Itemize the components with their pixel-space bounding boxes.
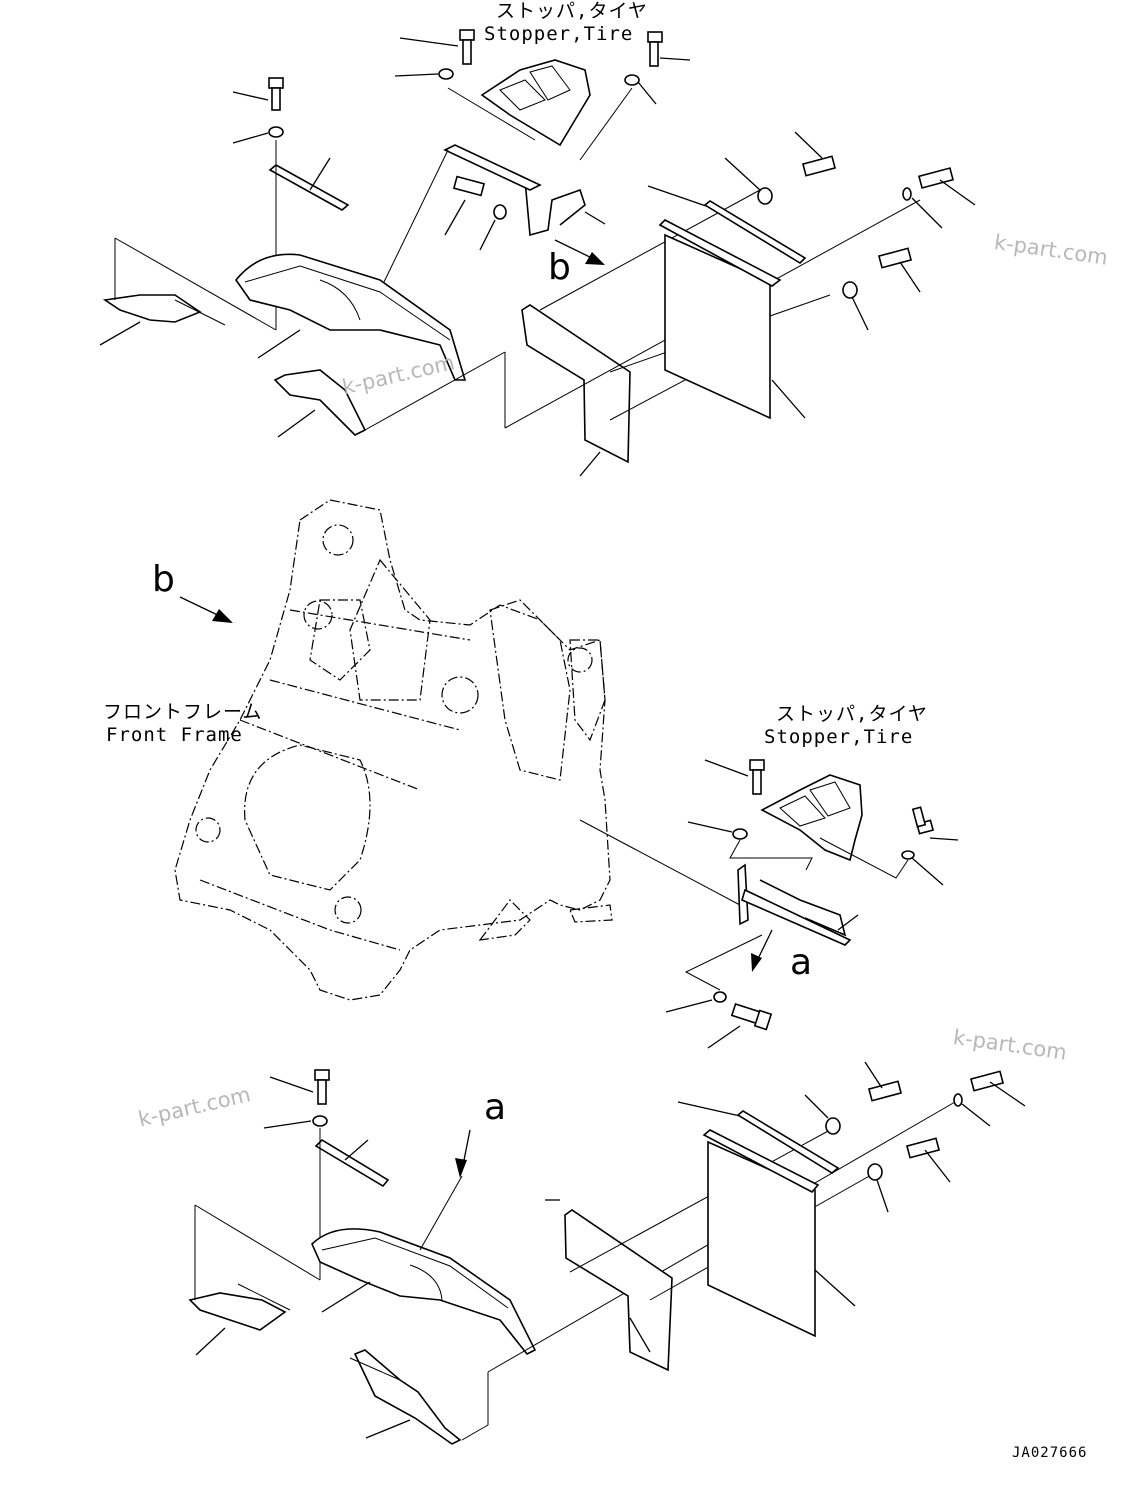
bolt <box>647 31 663 67</box>
view-b-label: b <box>548 247 571 288</box>
stopper-tire-part <box>760 774 863 862</box>
washer <box>732 828 748 840</box>
bracket <box>102 294 226 326</box>
washer <box>902 187 912 201</box>
stopper-tire-jp-label: ストッパ,タイヤ <box>496 0 648 22</box>
mud-plate <box>564 1209 673 1372</box>
strip-plate <box>703 200 807 265</box>
bolt <box>314 1069 330 1105</box>
washer <box>713 991 727 1003</box>
nut <box>757 187 773 205</box>
front-frame <box>174 499 613 1001</box>
bolt <box>730 1002 773 1031</box>
bolt <box>268 77 284 111</box>
stopper-tire-en-label-2: Stopper,Tire <box>764 726 914 748</box>
front-frame-jp-label: フロントフレーム <box>103 701 263 723</box>
bolt <box>969 1070 1005 1092</box>
washer <box>901 850 915 860</box>
stopper-tire-part <box>480 59 591 147</box>
mud-flap <box>658 219 782 420</box>
front-frame-en-label: Front Frame <box>106 724 243 746</box>
bolt <box>918 167 954 189</box>
nut <box>825 1117 841 1135</box>
washer <box>493 204 507 220</box>
stopper-tire-en-label: Stopper,Tire <box>484 23 634 45</box>
washer <box>624 74 640 86</box>
washer <box>312 1115 328 1127</box>
view-a-bottom-label: a <box>484 1087 507 1128</box>
strip-plate <box>736 1110 840 1174</box>
bolt <box>905 1137 941 1159</box>
stopper-bracket <box>737 863 852 946</box>
mud-plate <box>521 304 631 464</box>
nut <box>867 1163 883 1181</box>
bracket <box>349 1349 462 1445</box>
bolt <box>749 759 765 795</box>
washer <box>268 126 284 138</box>
stopper-bracket <box>443 144 586 237</box>
mounting-strip <box>314 1138 390 1188</box>
drawing-code: JA027666 <box>1012 1445 1088 1461</box>
view-b-frame-label: b <box>152 559 175 600</box>
nut <box>842 281 858 299</box>
bolt <box>911 806 935 835</box>
stopper-tire-jp-label-2: ストッパ,タイヤ <box>776 703 928 725</box>
bolt <box>452 175 486 197</box>
washer <box>953 1093 963 1107</box>
view-a-label: a <box>790 942 813 983</box>
bracket <box>188 1283 291 1331</box>
bolt <box>867 1080 903 1102</box>
bolt <box>801 155 837 177</box>
bolt <box>459 29 475 65</box>
fender <box>235 253 467 381</box>
mounting-strip <box>268 164 350 211</box>
washer <box>438 68 454 80</box>
mud-flap <box>702 1129 820 1338</box>
fender <box>311 1228 537 1356</box>
bolt <box>877 247 913 269</box>
